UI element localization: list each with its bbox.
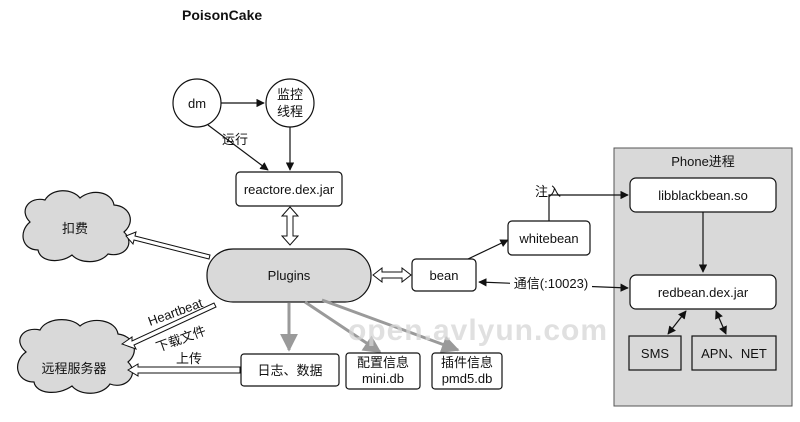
bean-node: bean — [411, 258, 477, 292]
phone-process-label: Phone进程 — [671, 154, 735, 169]
logs-label: 日志、数据 — [257, 363, 322, 378]
config-label-1: 配置信息 — [357, 355, 409, 370]
edge-bean-whitebean — [467, 239, 509, 260]
edge-plugins-bean — [372, 266, 412, 284]
monitor-thread-label-1: 监控 — [277, 87, 303, 102]
edge-label-comm: 通信(:10023) — [514, 276, 588, 291]
edge-plugins-koufei — [125, 231, 211, 260]
edge-label-run: 运行 — [222, 132, 248, 147]
edge-reactore-plugins — [280, 206, 300, 246]
config-node: 配置信息 mini.db — [345, 352, 421, 390]
remote-server-cloud-node: 远程服务器 — [17, 319, 135, 394]
edge-label-upload: 上传 — [176, 351, 202, 366]
edge-dm-reactore — [207, 124, 269, 171]
dm-node: dm — [172, 78, 222, 128]
whitebean-label: whitebean — [518, 231, 578, 246]
edge-redbean-apn — [715, 310, 727, 335]
apn-node: APN、NET — [691, 335, 777, 371]
koufei-label: 扣费 — [62, 221, 88, 236]
edge-plugins-server — [120, 302, 217, 350]
reactore-node: reactore.dex.jar — [235, 171, 343, 207]
whitebean-node: whitebean — [507, 220, 591, 256]
plugins-node: Plugins — [206, 248, 372, 303]
edge-whitebean-libblackbean — [548, 190, 629, 221]
bean-label: bean — [430, 268, 459, 283]
dm-label: dm — [188, 96, 206, 111]
diagram-title: PoisonCake — [182, 7, 262, 23]
redbean-label: redbean.dex.jar — [658, 285, 749, 300]
plugin-info-label-1: 插件信息 — [441, 355, 493, 370]
redbean-node: redbean.dex.jar — [629, 274, 777, 310]
plugin-info-node: 插件信息 pmd5.db — [431, 352, 503, 390]
comm-label-bg — [510, 275, 592, 291]
reactore-label: reactore.dex.jar — [244, 182, 335, 197]
monitor-thread-label-2: 线程 — [277, 104, 303, 119]
edge-logs-server — [127, 363, 241, 377]
sms-node: SMS — [628, 335, 682, 371]
watermark: open.avlyun.com — [348, 314, 608, 347]
libblackbean-label: libblackbean.so — [658, 188, 748, 203]
edge-label-inject: 注入 — [535, 184, 561, 199]
libblackbean-node: libblackbean.so — [629, 177, 777, 213]
monitor-thread-node: 监控 线程 — [265, 78, 315, 128]
remote-server-label: 远程服务器 — [41, 361, 106, 376]
edge-plugins-config — [304, 300, 382, 354]
koufei-cloud-node: 扣费 — [22, 190, 131, 263]
apn-label: APN、NET — [701, 346, 767, 361]
logs-node: 日志、数据 — [240, 353, 340, 387]
edge-plugins-pluginfo — [321, 298, 460, 353]
sms-label: SMS — [641, 346, 670, 361]
plugins-label: Plugins — [268, 268, 311, 283]
plugin-info-label-2: pmd5.db — [442, 371, 493, 386]
config-label-2: mini.db — [362, 371, 404, 386]
edge-redbean-sms — [667, 310, 687, 335]
